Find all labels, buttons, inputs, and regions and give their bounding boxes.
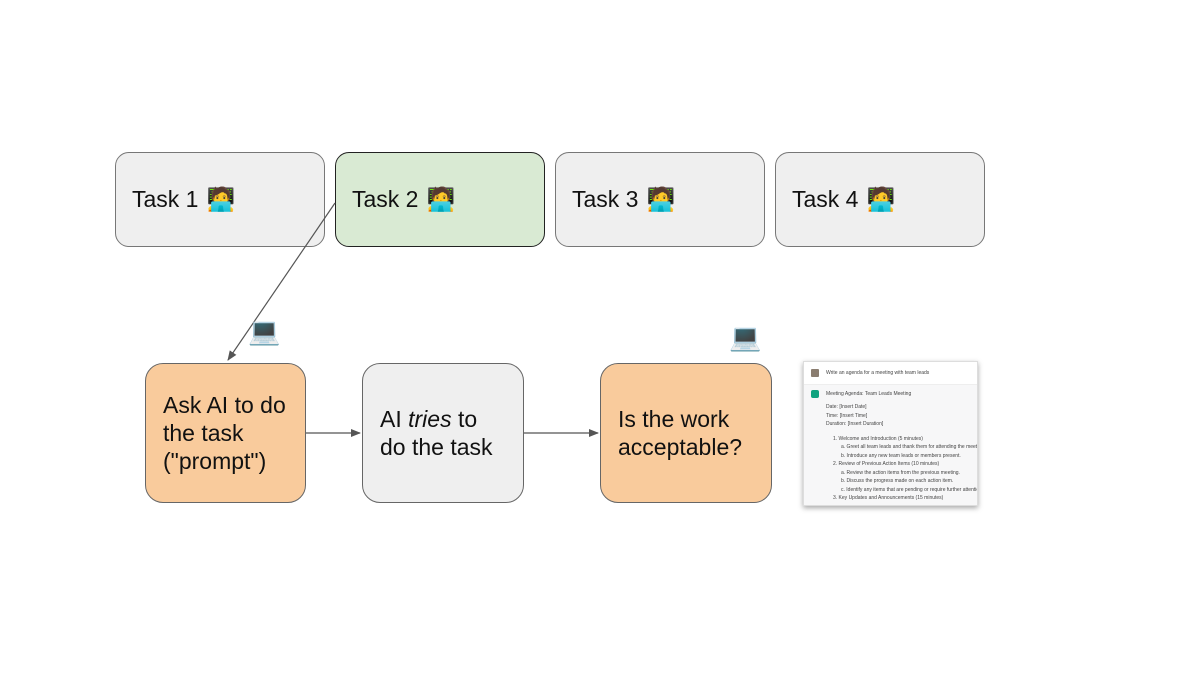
task-3-box: Task 3 🧑‍💻	[555, 152, 765, 247]
chat-agenda-subitem: b. Discuss the progress made on each act…	[841, 478, 954, 484]
chat-meta-line: Date: [Insert Date]	[826, 404, 867, 410]
technologist-icon: 🧑‍💻	[646, 186, 676, 212]
step-check-box: Is the work acceptable?	[600, 363, 772, 503]
task-4-box: Task 4 🧑‍💻	[775, 152, 985, 247]
chat-agenda-subitem: a. Greet all team leads and thank them f…	[841, 444, 978, 450]
chat-meta-line: Duration: [Insert Duration]	[826, 421, 884, 427]
task-2-box: Task 2 🧑‍💻	[335, 152, 545, 247]
step-tries-pre: AI	[380, 406, 409, 432]
step-tries-box: AI tries to do the task	[362, 363, 524, 503]
task-2-label: Task 2	[352, 186, 419, 212]
step-prompt-text: Ask AI to do the task ("prompt")	[163, 391, 286, 475]
step-tries-line: do the task	[380, 434, 493, 460]
step-tries-line: AI tries to	[380, 405, 493, 433]
step-tries-text: AI tries to do the task	[380, 405, 493, 461]
task-1-label: Task 1	[132, 186, 199, 212]
step-prompt-box: Ask AI to do the task ("prompt")	[145, 363, 306, 503]
task-3-label: Task 3	[572, 186, 639, 212]
chat-agenda-item: 1. Welcome and Introduction (5 minutes)	[833, 435, 923, 442]
chat-agenda-subitem: a. Review the action items from the prev…	[841, 469, 960, 476]
step-tries-emphasis: tries	[408, 406, 452, 432]
task-4-label: Task 4	[792, 186, 859, 212]
assistant-logo-icon	[811, 390, 819, 398]
step-prompt-line: the task	[163, 420, 244, 446]
chat-bot-header: Meeting Agenda: Team Leads Meeting	[811, 390, 977, 398]
laptop-icon: 💻	[729, 322, 762, 352]
chat-agenda-item: 3. Key Updates and Announcements (15 min…	[833, 495, 944, 501]
chat-meta-line: Time: [Insert Time]	[826, 412, 868, 419]
step-check-line: Is the work	[618, 406, 730, 432]
step-prompt-line: ("prompt")	[163, 448, 267, 474]
laptop-icon: 💻	[248, 316, 281, 346]
chat-prompt-text: Write an agenda for a meeting with team …	[826, 370, 930, 376]
step-check-text: Is the work acceptable?	[618, 405, 742, 461]
technologist-icon: 🧑‍💻	[866, 186, 896, 212]
technologist-icon: 🧑‍💻	[206, 186, 236, 212]
chat-bot-response: Meeting Agenda: Team Leads Meeting Date:…	[804, 385, 978, 505]
task-1-box: Task 1 🧑‍💻	[115, 152, 325, 247]
user-avatar	[811, 369, 819, 377]
technologist-icon: 🧑‍💻	[426, 186, 456, 212]
chat-agenda-subitem: b. Introduce any new team leads or membe…	[841, 452, 961, 459]
step-prompt-line: Ask AI to do	[163, 392, 286, 418]
chat-preview: Write an agenda for a meeting with team …	[803, 361, 978, 506]
step-tries-post: to	[451, 406, 478, 432]
chat-response-title: Meeting Agenda: Team Leads Meeting	[826, 391, 912, 397]
chat-agenda-subitem: c. Identify any items that are pending o…	[841, 486, 978, 493]
arrow-task2-to-prompt	[227, 202, 336, 361]
chat-agenda-item: 2. Review of Previous Action Items (10 m…	[833, 461, 940, 467]
step-check-line: acceptable?	[618, 434, 743, 460]
chat-user-message: Write an agenda for a meeting with team …	[804, 362, 977, 385]
